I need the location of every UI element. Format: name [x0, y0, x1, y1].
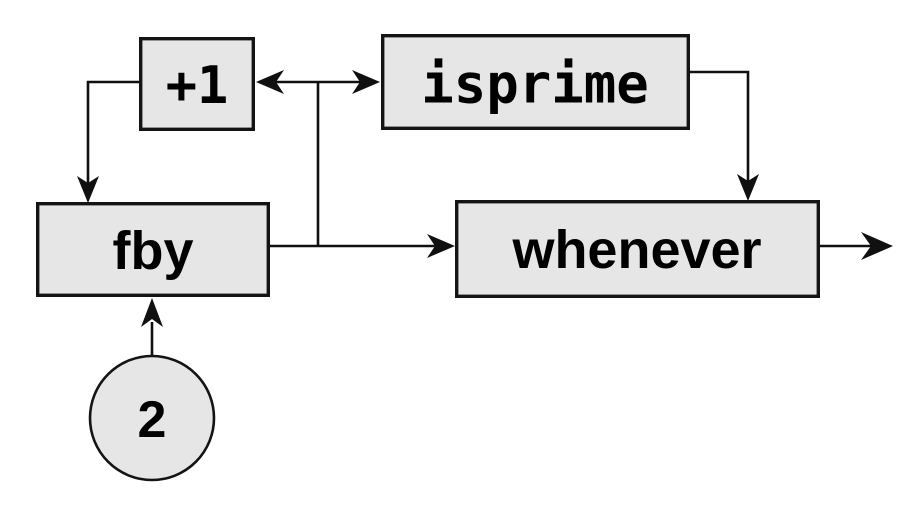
edge-plus1-to-fby-arrowhead	[77, 176, 99, 203]
edge-fby-to-whenever-arrowhead	[427, 234, 455, 258]
node-whenever-shape[interactable]	[455, 199, 821, 298]
edge-const2-to-fby-arrowhead	[141, 298, 163, 327]
node-fby-shape[interactable]	[36, 201, 271, 297]
node-fby[interactable]: fby	[36, 201, 271, 297]
edge-isprime-to-whenever	[690, 70, 759, 201]
node-whenever[interactable]: whenever	[455, 199, 821, 298]
node-const2-label: 2	[138, 391, 167, 449]
edge-branch-to-isprime-arrowhead	[352, 70, 380, 94]
edge-whenever-output	[820, 232, 893, 260]
node-isprime-label: isprime	[421, 53, 649, 116]
edge-whenever-output-arrowhead	[861, 232, 893, 260]
edge-isprime-to-whenever-arrowhead	[737, 174, 759, 201]
edge-plus1-to-fby-path	[86, 80, 139, 192]
node-const2[interactable]: 2	[88, 354, 216, 482]
edge-fby-to-whenever	[270, 234, 455, 258]
edge-isprime-to-whenever-path	[690, 70, 750, 189]
node-whenever-label: whenever	[511, 220, 761, 280]
edge-plus1-to-fby	[77, 80, 139, 203]
node-plus1-shape[interactable]	[138, 37, 255, 131]
node-const2-shape[interactable]	[88, 354, 216, 482]
node-plus1-label: +1	[166, 56, 229, 116]
edge-branch-to-plus1-arrowhead	[256, 70, 284, 94]
node-isprime[interactable]: isprime	[381, 34, 691, 130]
node-plus1[interactable]: +1	[138, 37, 255, 131]
edge-const2-to-fby	[141, 298, 163, 355]
node-isprime-shape[interactable]	[381, 34, 691, 130]
edge-branch-to-isprime	[318, 70, 380, 94]
node-fby-label: fby	[113, 221, 194, 281]
edge-branch-to-plus1	[256, 70, 318, 94]
